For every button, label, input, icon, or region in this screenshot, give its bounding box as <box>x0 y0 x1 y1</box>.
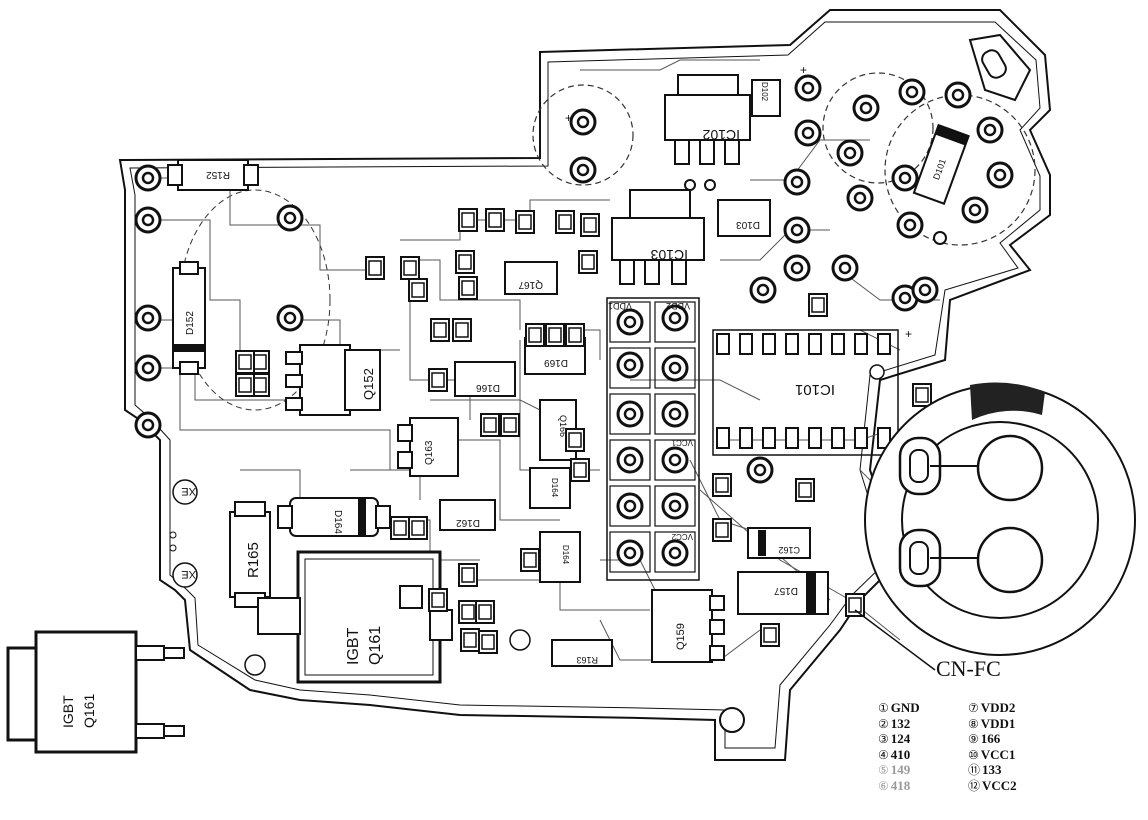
d152: D152 <box>172 261 206 375</box>
c162-label: C162 <box>778 545 800 555</box>
d166: D166 <box>454 361 516 397</box>
d103: D103 <box>717 199 771 237</box>
ic102: IC102 <box>664 74 751 165</box>
d103-label: D103 <box>736 219 760 230</box>
r165: R165 <box>229 501 271 608</box>
q161-board-type: IGBT <box>345 627 362 665</box>
d157-label: D157 <box>774 585 798 596</box>
d102-label: D102 <box>760 82 769 102</box>
q159-label: Q159 <box>675 623 687 650</box>
pad-label-vcc2: VCC2 <box>671 532 693 541</box>
r152-label: R152 <box>206 169 230 180</box>
d164b: D164 <box>529 467 571 509</box>
svg-text:+: + <box>905 327 912 341</box>
pad-matrix: VDD1 VDD2 VCC1 VCC2 <box>606 297 700 581</box>
q163: Q163 <box>397 417 459 477</box>
d164-right: D164 <box>539 531 581 583</box>
d164b-label: D164 <box>550 478 559 498</box>
d162-label: D162 <box>456 517 480 528</box>
d102: D102 <box>751 79 781 117</box>
d164-label: D164 <box>332 510 343 534</box>
q161-board-label: Q161 <box>367 626 384 665</box>
d162: D162 <box>439 499 496 531</box>
q152-label: Q152 <box>361 368 376 400</box>
q161-detail-type: IGBT <box>60 695 76 728</box>
r163-label: R163 <box>576 655 598 665</box>
r152: R152 <box>167 159 259 191</box>
q161-detail: IGBT Q161 <box>6 630 185 754</box>
cn-fc-connector <box>854 382 1136 671</box>
r165-label: R165 <box>245 542 262 578</box>
q167: Q167 <box>504 261 558 295</box>
d164: D164 <box>277 497 391 537</box>
d169-label: D169 <box>544 357 568 368</box>
svg-text:+: + <box>800 63 807 77</box>
ic103-label: IC103 <box>650 247 688 263</box>
ic103: IC103 <box>611 189 705 285</box>
d166-label: D166 <box>476 382 500 393</box>
svg-text:+: + <box>565 111 572 125</box>
c162: C162 <box>747 527 811 559</box>
q163-label: Q163 <box>424 440 435 465</box>
d101: D101 <box>912 123 970 205</box>
q161-detail-label: Q161 <box>81 694 97 728</box>
d152-label: D152 <box>185 311 196 335</box>
d157: D157 <box>737 571 829 615</box>
ic102-label: IC102 <box>702 127 740 143</box>
pad-label-vdd2: VDD2 <box>666 301 690 311</box>
svg-text:D164: D164 <box>561 545 570 565</box>
q159: Q159 <box>651 589 725 663</box>
q167-label: Q167 <box>518 279 543 290</box>
xe-label-2: XE <box>181 568 196 580</box>
ic101-label: IC101 <box>795 381 835 398</box>
q161-board: IGBT Q161 <box>257 550 453 684</box>
pad-label-vcc1: VCC1 <box>671 438 693 447</box>
cn-fc-label: CN-FC <box>936 656 1001 681</box>
xe-label-1: XE <box>181 485 196 497</box>
q152: Q152 <box>285 344 381 416</box>
ic101: IC101 <box>712 329 899 456</box>
q166-label: Q166 <box>558 415 568 437</box>
r163: R163 <box>551 639 613 667</box>
pad-label-vdd1: VDD1 <box>608 301 632 311</box>
board-outline-inner <box>129 21 1041 749</box>
